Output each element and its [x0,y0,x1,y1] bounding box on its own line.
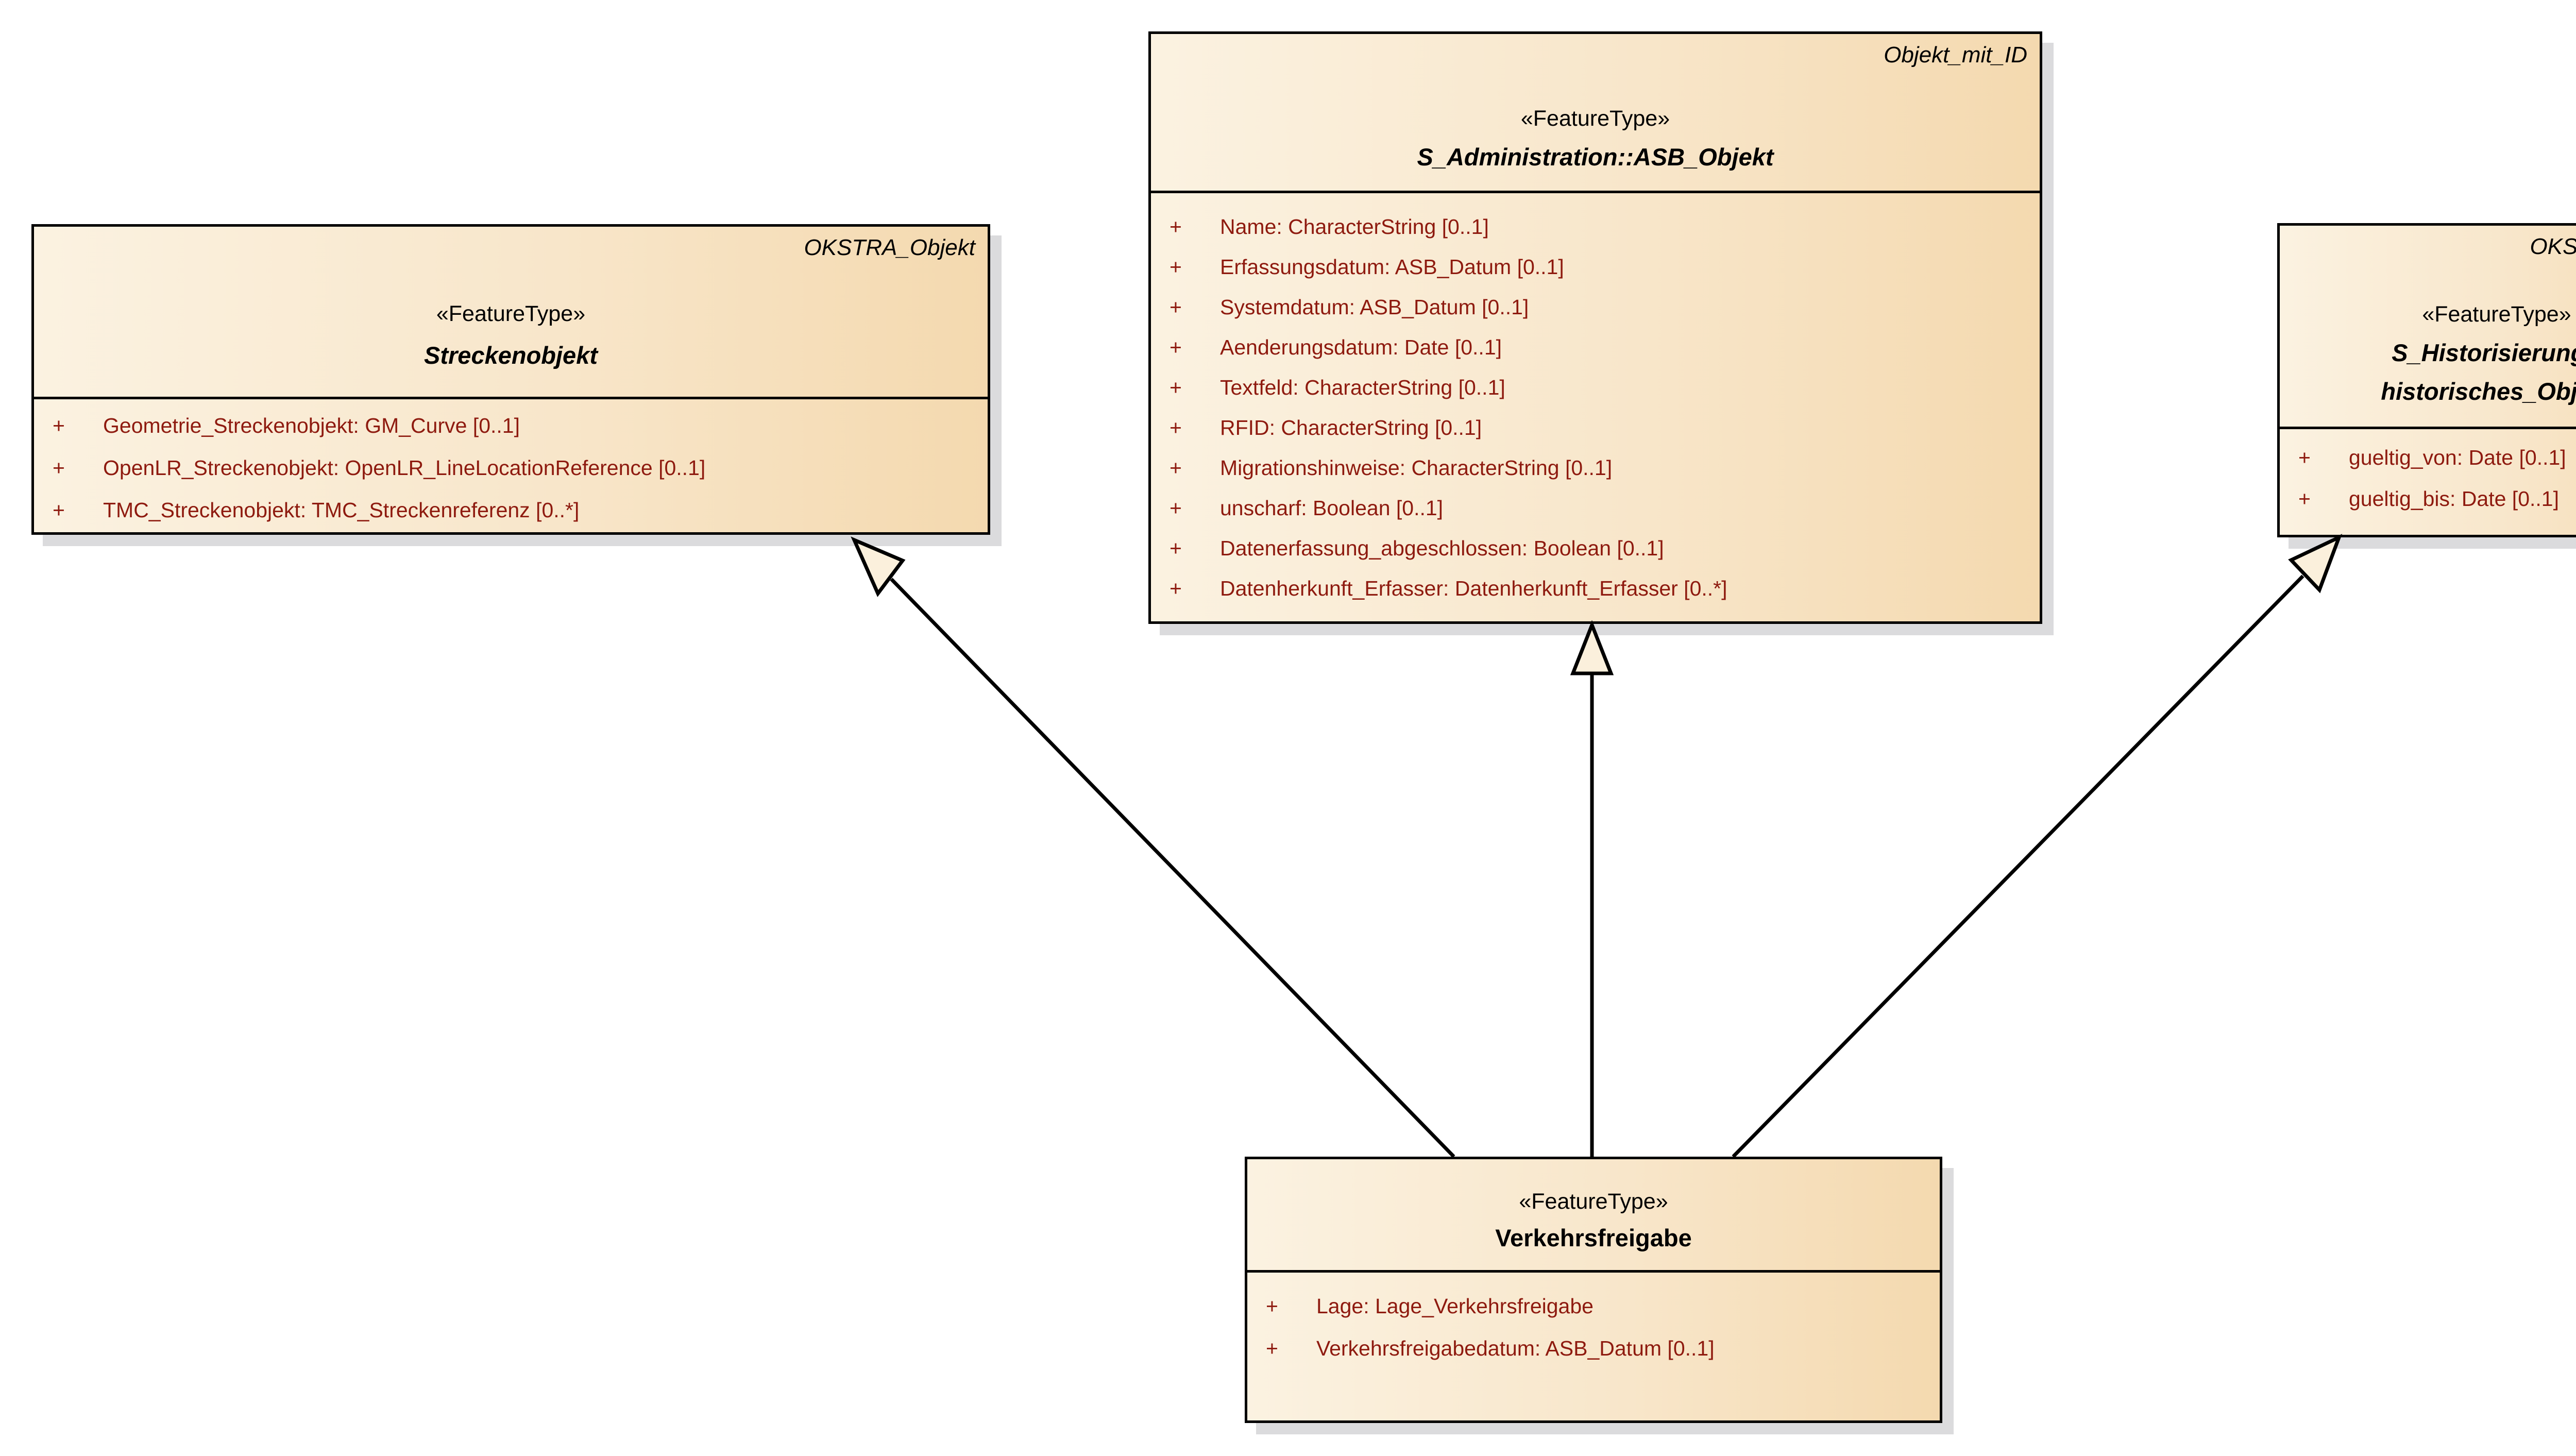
visibility-plus: + [1170,215,1182,239]
class-name: S_Historisierung:: historisches_Objekt [2381,339,2576,405]
attribute-row: + Datenherkunft_Erfasser: Datenherkunft_E… [1170,577,2040,617]
class-asb-objekt[interactable]: Objekt_mit_ID «FeatureType» S_Administra… [1148,31,2042,624]
visibility-plus: + [1266,1336,1278,1360]
attribute-row: + Name: CharacterString [0..1] [1170,215,2040,255]
visibility-plus: + [1170,577,1182,600]
attribute-row: + gueltig_von: Date [0..1] [2298,446,2576,487]
hollow-triangle-icon [2288,534,2343,594]
attribute-row: + Verkehrsfreigabedatum: ASB_Datum [0..1] [1266,1336,1940,1379]
class-header: OKSTRA_Objekt «FeatureType» Streckenobje… [34,227,988,399]
visibility-plus: + [53,414,65,437]
class-header: Objekt_mit_ID «FeatureType» S_Administra… [1151,34,2040,193]
attributes-compartment: + Name: CharacterString [0..1] + Erfassung… [1151,193,2040,617]
attribute-text: Aenderungsdatum: Date [0..1] [1220,335,1502,359]
attribute-text: Systemdatum: ASB_Datum [0..1] [1220,295,1529,319]
visibility-plus: + [2298,446,2311,469]
attribute-text: Datenherkunft_Erfasser: Datenherkunft_Er… [1220,577,1727,600]
hollow-triangle-icon [1570,620,1614,675]
attribute-row: + Migrationshinweise: CharacterString [0.… [1170,456,2040,496]
visibility-plus: + [53,456,65,480]
attribute-row: + Lage: Lage_Verkehrsfreigabe [1266,1294,1940,1336]
class-stereotype: «FeatureType» [1520,106,1670,131]
attribute-text: Migrationshinweise: CharacterString [0..… [1220,456,1613,480]
class-historisches-objekt[interactable]: OKSTRA_Objekt «FeatureType» S_Historisie… [2277,223,2576,537]
attribute-row: + Geometrie_Streckenobjekt: GM_Curve [0..… [53,414,988,456]
visibility-plus: + [1170,496,1182,520]
attribute-row: + Erfassungsdatum: ASB_Datum [0..1] [1170,255,2040,295]
attribute-text: Datenerfassung_abgeschlossen: Boolean [0… [1220,536,1664,560]
visibility-plus: + [1170,456,1182,480]
class-name: Streckenobjekt [424,342,598,369]
attributes-compartment: + gueltig_von: Date [0..1] + gueltig_bis: … [2280,429,2576,528]
attribute-row: + Systemdatum: ASB_Datum [0..1] [1170,295,2040,335]
visibility-plus: + [1170,536,1182,560]
attribute-text: unscharf: Boolean [0..1] [1220,496,1444,520]
visibility-plus: + [53,498,65,522]
attribute-text: Name: CharacterString [0..1] [1220,215,1489,239]
attribute-text: OpenLR_Streckenobjekt: OpenLR_LineLocati… [103,456,706,480]
attributes-compartment: + Lage: Lage_Verkehrsfreigabe + Verkehrsfr… [1247,1273,1940,1379]
visibility-plus: + [1170,416,1182,439]
generalization-to-asb-objekt[interactable] [1570,620,1614,1157]
attribute-text: RFID: CharacterString [0..1] [1220,416,1482,439]
visibility-plus: + [1170,335,1182,359]
attribute-row: + gueltig_bis: Date [0..1] [2298,487,2576,528]
class-name: S_Administration::ASB_Objekt [1417,143,1774,171]
class-stereotype: «FeatureType» [1519,1189,1668,1214]
attribute-text: Verkehrsfreigabedatum: ASB_Datum [0..1] [1316,1336,1715,1360]
attribute-row: + OpenLR_Streckenobjekt: OpenLR_LineLocat… [53,456,988,498]
class-package-tag: OKSTRA_Objekt [2530,234,2576,259]
class-header: «FeatureType» Verkehrsfreigabe [1247,1159,1940,1273]
class-name: Verkehrsfreigabe [1495,1224,1692,1251]
class-stereotype: «FeatureType» [436,301,586,326]
class-streckenobjekt[interactable]: OKSTRA_Objekt «FeatureType» Streckenobje… [31,224,990,535]
attribute-text: Geometrie_Streckenobjekt: GM_Curve [0..1… [103,414,520,437]
attribute-row: + Datenerfassung_abgeschlossen: Boolean [… [1170,536,2040,577]
attribute-text: gueltig_von: Date [0..1] [2349,446,2566,469]
class-package-tag: Objekt_mit_ID [1884,42,2027,67]
attribute-row: + TMC_Streckenobjekt: TMC_Streckenreferen… [53,498,988,540]
attribute-row: + unscharf: Boolean [0..1] [1170,496,2040,536]
class-verkehrsfreigabe[interactable]: «FeatureType» Verkehrsfreigabe + Lage: La… [1245,1157,1942,1423]
visibility-plus: + [1170,255,1182,279]
visibility-plus: + [1266,1294,1278,1318]
visibility-plus: + [1170,295,1182,319]
hollow-triangle-icon [851,536,906,597]
attribute-row: + Textfeld: CharacterString [0..1] [1170,376,2040,416]
generalization-to-historisches-objekt[interactable] [1732,534,2343,1158]
attribute-text: Lage: Lage_Verkehrsfreigabe [1316,1294,1594,1318]
class-header: OKSTRA_Objekt «FeatureType» S_Historisie… [2280,226,2576,429]
attributes-compartment: + Geometrie_Streckenobjekt: GM_Curve [0..… [34,399,988,540]
attribute-row: + Aenderungsdatum: Date [0..1] [1170,335,2040,376]
attribute-text: Erfassungsdatum: ASB_Datum [0..1] [1220,255,1564,279]
attribute-text: gueltig_bis: Date [0..1] [2349,487,2559,511]
visibility-plus: + [2298,487,2311,511]
attribute-text: TMC_Streckenobjekt: TMC_Streckenreferenz… [103,498,580,522]
class-stereotype: «FeatureType» [2422,302,2571,327]
generalization-to-streckenobjekt[interactable] [851,536,1455,1158]
class-package-tag: OKSTRA_Objekt [804,235,975,260]
visibility-plus: + [1170,376,1182,399]
attribute-text: Textfeld: CharacterString [0..1] [1220,376,1505,399]
attribute-row: + RFID: CharacterString [0..1] [1170,416,2040,456]
